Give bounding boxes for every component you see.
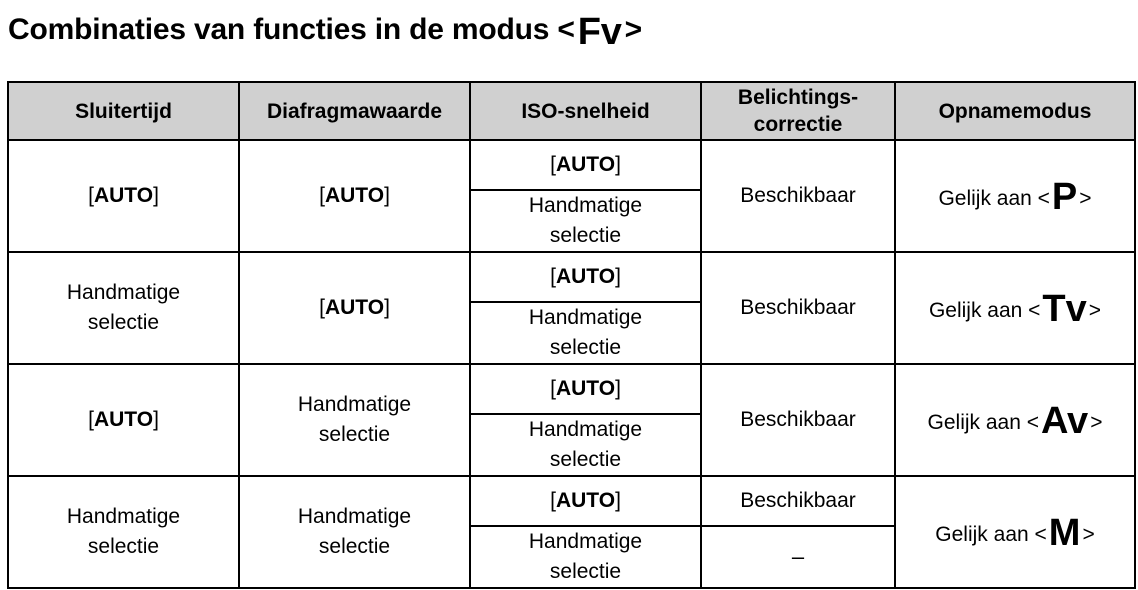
cell-shooting-mode: Gelijk aan <P>	[894, 139, 1136, 253]
header-exposure-compensation: Belichtings- correctie	[700, 81, 896, 141]
header-shutter-speed: Sluitertijd	[7, 81, 240, 141]
cell-exposure-compensation: Beschikbaar	[700, 139, 896, 253]
mode-prefix: Gelijk aan <	[935, 523, 1047, 546]
mode-prefix: Gelijk aan <	[927, 411, 1040, 434]
mode-suffix: >	[1082, 523, 1095, 546]
iso-value: AUTO	[555, 377, 616, 400]
cell-iso-manual: Handmatige selectie	[469, 189, 702, 253]
cell-iso-manual: Handmatige selectie	[469, 301, 702, 365]
mode-prefix: Gelijk aan <	[928, 299, 1041, 322]
cell-exposure-unavailable: –	[700, 525, 896, 589]
table-subrow: Handmatige selectie	[8, 301, 1135, 365]
cell-shutter-speed: Handmatige selectie	[7, 475, 240, 589]
aperture-value: Handmatige selectie	[297, 393, 412, 446]
cell-iso-auto: [AUTO]	[469, 139, 702, 191]
aperture-bracket-close: ]	[384, 184, 390, 207]
shutter-bracket-close: ]	[153, 184, 159, 207]
cell-iso-auto: [AUTO]	[469, 475, 702, 527]
mode-av-icon: Av	[1041, 400, 1089, 442]
iso-bracket-open: [	[550, 377, 556, 400]
iso-bracket-close: ]	[615, 265, 621, 288]
cell-aperture: [AUTO]	[238, 139, 471, 253]
table-subrow: Handmatige selectie –	[8, 525, 1135, 589]
iso-value: AUTO	[555, 489, 616, 512]
title-prefix: Combinaties van functies in de modus <	[8, 13, 575, 46]
cell-iso-auto: [AUTO]	[469, 251, 702, 303]
iso-manual-value: Handmatige selectie	[528, 530, 643, 583]
iso-bracket-close: ]	[615, 489, 621, 512]
mode-suffix: >	[1090, 411, 1103, 434]
cell-shooting-mode: Gelijk aan <Av>	[894, 363, 1136, 477]
shutter-value: Handmatige selectie	[66, 505, 181, 558]
table-row: Handmatige selectie[AUTO][AUTO]Beschikba…	[7, 251, 1136, 365]
cell-exposure-compensation: Beschikbaar	[700, 475, 896, 527]
header-aperture: Diafragmawaarde	[238, 81, 471, 141]
shutter-bracket-open: [	[88, 408, 94, 431]
header-shooting-mode: Opnamemodus	[894, 81, 1136, 141]
iso-bracket-close: ]	[615, 377, 621, 400]
table-header-row: Sluitertijd Diafragmawaarde ISO-snelheid…	[7, 81, 1136, 141]
function-combinations-table: Sluitertijd Diafragmawaarde ISO-snelheid…	[7, 81, 1136, 589]
shutter-value: Handmatige selectie	[66, 281, 181, 334]
cell-aperture: [AUTO]	[238, 251, 471, 365]
aperture-bracket-open: [	[319, 184, 325, 207]
mode-prefix: Gelijk aan <	[938, 187, 1050, 210]
cell-aperture: Handmatige selectie	[238, 475, 471, 589]
header-iso-speed: ISO-snelheid	[469, 81, 702, 141]
cell-shooting-mode: Gelijk aan <Tv>	[894, 251, 1136, 365]
aperture-value: AUTO	[324, 296, 385, 319]
shutter-bracket-open: [	[88, 184, 94, 207]
aperture-value: Handmatige selectie	[297, 505, 412, 558]
iso-bracket-close: ]	[615, 153, 621, 176]
cell-exposure-compensation: Beschikbaar	[700, 251, 896, 365]
iso-manual-value: Handmatige selectie	[528, 418, 643, 471]
title-suffix: >	[624, 13, 643, 46]
iso-manual-value: Handmatige selectie	[528, 194, 643, 247]
mode-p-icon: P	[1051, 176, 1078, 218]
iso-bracket-open: [	[550, 153, 556, 176]
iso-bracket-open: [	[550, 489, 556, 512]
page-title: Combinaties van functies in de modus <Fv…	[8, 6, 643, 53]
table-row: [AUTO]Handmatige selectie[AUTO]Beschikba…	[7, 363, 1136, 477]
shutter-value: AUTO	[93, 408, 154, 431]
cell-shutter-speed: Handmatige selectie	[7, 251, 240, 365]
cell-exposure-compensation: Beschikbaar	[700, 363, 896, 477]
mode-suffix: >	[1088, 299, 1102, 322]
cell-shutter-speed: [AUTO]	[7, 139, 240, 253]
shutter-bracket-close: ]	[153, 408, 159, 431]
iso-bracket-open: [	[550, 265, 556, 288]
iso-value: AUTO	[555, 153, 616, 176]
aperture-bracket-close: ]	[384, 296, 390, 319]
table-subrow: Handmatige selectie	[8, 189, 1135, 253]
cell-shutter-speed: [AUTO]	[7, 363, 240, 477]
aperture-value: AUTO	[324, 184, 385, 207]
table-subrow: Handmatige selectie	[8, 413, 1135, 477]
mode-tv-icon: Tv	[1042, 288, 1087, 330]
shutter-value: AUTO	[93, 184, 154, 207]
cell-aperture: Handmatige selectie	[238, 363, 471, 477]
mode-m-icon: M	[1048, 512, 1081, 554]
mode-suffix: >	[1079, 187, 1092, 210]
aperture-bracket-open: [	[319, 296, 325, 319]
cell-iso-manual: Handmatige selectie	[469, 413, 702, 477]
cell-shooting-mode: Gelijk aan <M>	[894, 475, 1136, 589]
iso-value: AUTO	[555, 265, 616, 288]
fv-mode-icon: Fv	[577, 11, 622, 53]
cell-iso-manual: Handmatige selectie	[469, 525, 702, 589]
iso-manual-value: Handmatige selectie	[528, 306, 643, 359]
cell-iso-auto: [AUTO]	[469, 363, 702, 415]
